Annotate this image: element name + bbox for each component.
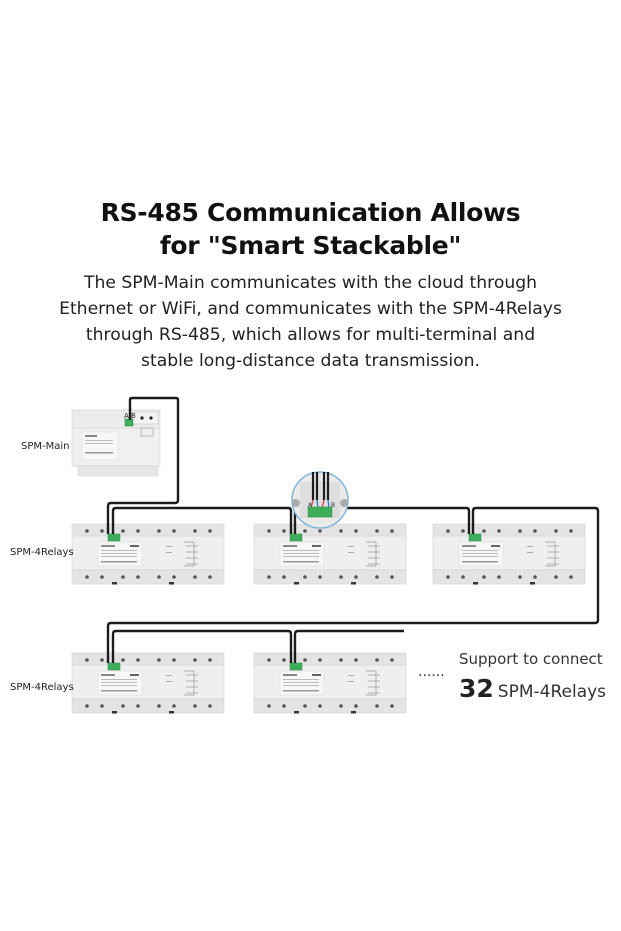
svg-text:B: B	[331, 502, 335, 509]
rs485-wires	[106, 396, 600, 663]
relay-row2-2	[253, 652, 407, 714]
description-line: The SPM-Main communicates with the cloud…	[83, 273, 538, 293]
relay-row1-3	[432, 523, 586, 585]
description-line: stable long-distance data transmission.	[141, 351, 480, 371]
spm-main-label: SPM-Main	[21, 441, 70, 452]
svg-text:B: B	[131, 412, 136, 420]
title-line-1: RS-485 Communication Allows	[100, 198, 521, 227]
relay-row2-1	[71, 652, 225, 714]
relay-row1-2	[253, 523, 407, 585]
description-line: Ethernet or WiFi, and communicates with …	[59, 299, 562, 319]
description-line: through RS-485, which allows for multi-t…	[85, 325, 536, 345]
support-count: 32	[459, 674, 494, 703]
description: The SPM-Main communicates with the cloud…	[0, 270, 621, 374]
support-text: Support to connect	[459, 650, 603, 668]
support-unit: SPM-4Relays	[497, 682, 607, 702]
page-title: RS-485 Communication Allows for "Smart S…	[0, 196, 621, 262]
terminal-zoom-detail: A B	[291, 471, 349, 529]
title-line-2: for "Smart Stackable"	[159, 231, 462, 260]
svg-text:A: A	[308, 502, 313, 509]
row2-relays-label: SPM-4Relays	[10, 682, 74, 693]
row1-relays-label: SPM-4Relays	[10, 547, 74, 558]
continuation-ellipsis: ......	[418, 664, 445, 680]
svg-text:A: A	[124, 412, 129, 420]
spm-main-device: A B	[71, 409, 161, 477]
relay-row1-1	[71, 523, 225, 585]
